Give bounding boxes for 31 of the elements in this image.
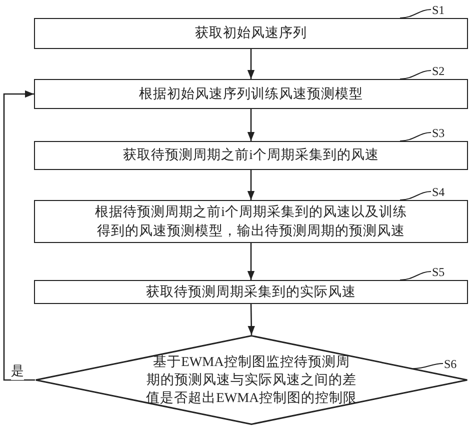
step-label: S2 — [432, 65, 445, 77]
edge-label: 是 — [11, 362, 24, 380]
leader-line — [400, 70, 432, 80]
arrow — [247, 49, 255, 79]
step-label: S6 — [444, 358, 457, 370]
process-box — [34, 141, 468, 170]
step-text: 获取待预测周期之前i个周期采集到的风速 — [123, 146, 379, 164]
process-box — [34, 200, 468, 243]
leader-line — [400, 132, 432, 142]
step-text: 根据初始风速序列训练风速预测模型 — [139, 84, 363, 103]
leader-line — [400, 9, 432, 18]
process-box — [34, 79, 468, 109]
arrow — [247, 243, 255, 280]
step-label: S1 — [432, 4, 445, 16]
step-text: 获取待预测周期采集到的实际风速 — [146, 282, 356, 301]
step-label: S5 — [432, 266, 445, 278]
step-text: 基于EWMA控制图监控待预测周期的预测风速与实际风速之间的差值是否超出EWMA控制图的控制限 — [145, 352, 358, 408]
leader-line — [412, 363, 444, 370]
arrow — [247, 109, 255, 141]
step-label: S4 — [432, 186, 445, 198]
arrow — [248, 304, 255, 336]
step-text: 获取初始风速序列 — [195, 24, 307, 42]
arrow — [247, 170, 255, 200]
step-label: S3 — [432, 127, 445, 139]
process-box — [34, 18, 468, 49]
decision-diamond — [35, 335, 468, 425]
arrow — [3, 90, 35, 381]
leader-line — [400, 271, 432, 280]
step-text: 根据待预测周期之前i个周期采集到的风速以及训练得到的风速预测模型，输出待预测周期的预测风速 — [94, 203, 408, 240]
process-box — [34, 280, 468, 304]
leader-line — [400, 191, 432, 200]
